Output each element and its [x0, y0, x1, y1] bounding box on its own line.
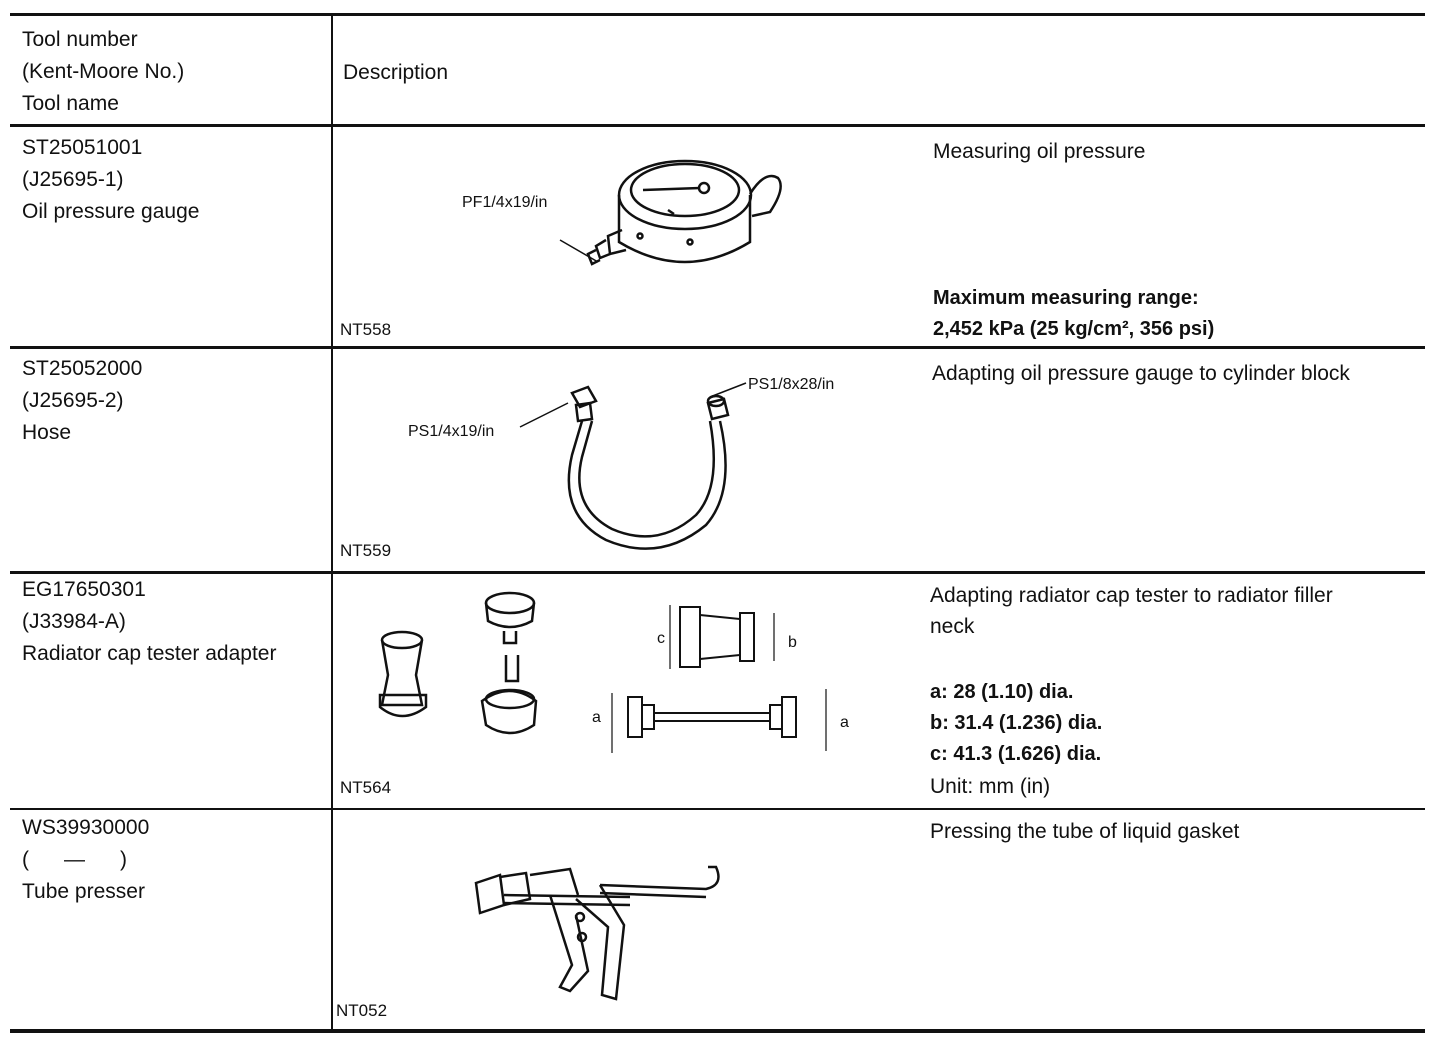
header-description: Description [343, 61, 449, 84]
row1-tool-name: Oil pressure gauge [22, 200, 200, 223]
header-rule [10, 124, 1425, 127]
row3-spec-b: b: 31.4 (1.236) dia. [930, 712, 1103, 734]
row2-label-ps18: PS1/8x28/in [748, 376, 835, 393]
table-top-rule [10, 13, 1425, 16]
hose-illustration [519, 382, 747, 550]
row3-figure-code: NT564 [340, 778, 392, 797]
dim-label-c: c [657, 630, 665, 647]
row1-figure-code: NT558 [340, 320, 392, 339]
row2-figure-code: NT559 [340, 541, 392, 560]
header-tool-number: Tool number [22, 28, 138, 51]
row3-spec-a: a: 28 (1.10) dia. [930, 681, 1074, 703]
table-bottom-rule [10, 1029, 1425, 1033]
row-rule-3 [10, 808, 1425, 810]
row-rule-1 [10, 346, 1425, 349]
header-kent-moore: (Kent-Moore No.) [22, 60, 185, 83]
column-divider [331, 14, 333, 1031]
row3-description-line2: neck [930, 615, 975, 638]
row4-kent-moore: ( — ) [22, 848, 127, 871]
dim-label-a-left: a [592, 709, 601, 726]
radiator-cap-adapter-illustration: c b a a [378, 591, 849, 753]
row3-description-line1: Adapting radiator cap tester to radiator… [930, 584, 1333, 607]
row4-description: Pressing the tube of liquid gasket [930, 820, 1240, 843]
row3-spec-c: c: 41.3 (1.626) dia. [930, 743, 1102, 765]
row-rule-2 [10, 571, 1425, 574]
header-tool-name: Tool name [22, 92, 119, 115]
oil-pressure-gauge-illustration [559, 159, 782, 266]
row2-tool-number: ST25052000 [22, 357, 143, 380]
row3-kent-moore: (J33984-A) [22, 610, 126, 633]
tube-presser-illustration [474, 865, 720, 1001]
row1-spec-value: 2,452 kPa (25 kg/cm², 356 psi) [933, 318, 1215, 340]
row3-unit: Unit: mm (in) [930, 775, 1051, 798]
row1-spec-title: Maximum measuring range: [933, 287, 1199, 309]
row2-kent-moore: (J25695-2) [22, 389, 124, 412]
row4-tool-number: WS39930000 [22, 816, 150, 839]
row1-tool-number: ST25051001 [22, 136, 143, 159]
row1-kent-moore: (J25695-1) [22, 168, 124, 191]
dim-label-a-right: a [840, 714, 849, 731]
row4-tool-name: Tube presser [22, 880, 145, 903]
row4-figure-code: NT052 [336, 1001, 388, 1020]
row3-tool-number: EG17650301 [22, 578, 146, 601]
row3-tool-name: Radiator cap tester adapter [22, 642, 277, 665]
row2-tool-name: Hose [22, 421, 72, 444]
dim-label-b: b [788, 634, 797, 651]
row2-description: Adapting oil pressure gauge to cylinder … [932, 362, 1350, 385]
row1-label-pf: PF1/4x19/in [462, 194, 548, 211]
row1-description: Measuring oil pressure [933, 140, 1146, 163]
row2-label-ps14: PS1/4x19/in [408, 423, 495, 440]
